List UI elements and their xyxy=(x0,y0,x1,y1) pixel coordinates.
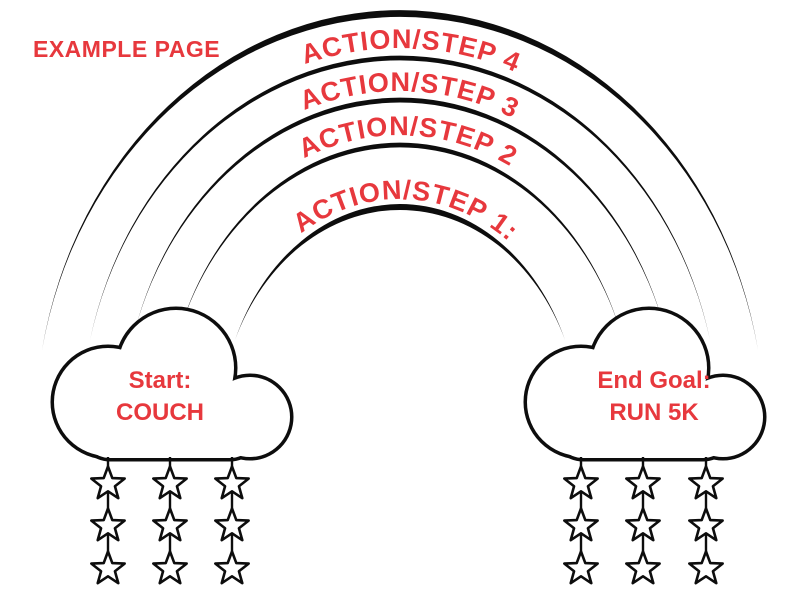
end-cloud-star-strings xyxy=(563,457,724,585)
star-icon xyxy=(152,550,188,585)
start-cloud: Start: COUCH xyxy=(50,306,294,462)
rainbow-arc-line-4 xyxy=(180,142,620,330)
arc-label-step-4: ACTION/STEP 4 xyxy=(298,24,524,78)
star-icon xyxy=(563,550,599,585)
start-cloud-star-strings xyxy=(90,457,250,585)
start-cloud-body xyxy=(54,310,290,458)
star-icon xyxy=(90,550,126,585)
star-icon xyxy=(688,550,724,585)
svg-text:ACTION/STEP 3: ACTION/STEP 3 xyxy=(296,67,524,124)
end-cloud-label-line2: RUN 5K xyxy=(609,399,699,426)
arc-label-step-3: ACTION/STEP 3 xyxy=(296,67,523,124)
end-cloud-label-line1: End Goal: xyxy=(597,367,710,394)
end-cloud: End Goal: RUN 5K xyxy=(523,306,767,462)
svg-text:ACTION/STEP 4: ACTION/STEP 4 xyxy=(298,24,525,78)
start-cloud-label-line2: COUCH xyxy=(116,399,204,426)
star-icon xyxy=(625,550,661,585)
star-icon xyxy=(214,550,250,585)
end-cloud-body xyxy=(527,310,763,458)
start-cloud-label-line1: Start: xyxy=(129,367,192,394)
arc-label-step-2: ACTION/STEP 2 xyxy=(294,111,522,172)
svg-text:ACTION/STEP 2: ACTION/STEP 2 xyxy=(294,111,523,172)
page-title: EXAMPLE PAGE xyxy=(33,36,220,62)
